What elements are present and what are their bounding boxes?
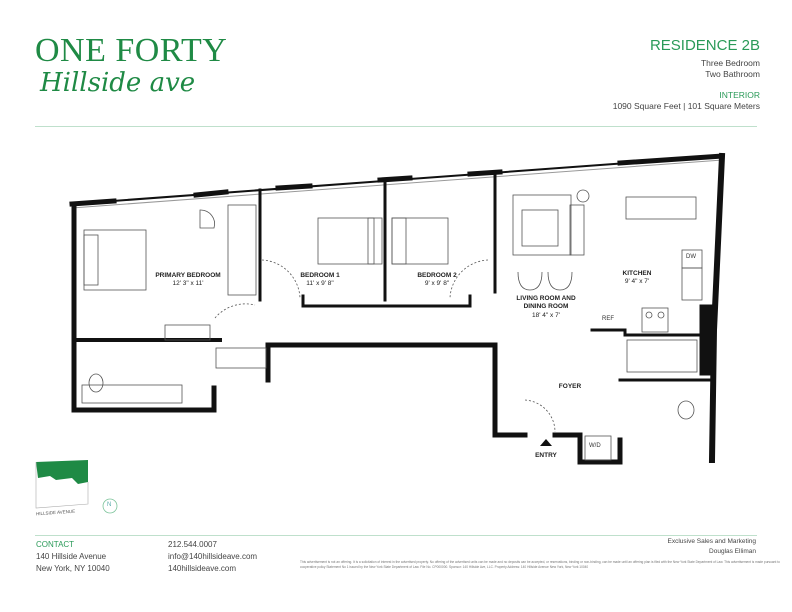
contact-email[interactable]: info@140hillsideave.com (168, 552, 258, 561)
room-entry: ENTRY (535, 452, 557, 459)
north-label: N (107, 502, 112, 508)
brand-logo-script: Hillside ave (40, 68, 196, 98)
interior-area: 1090 Square Feet | 101 Square Meters (612, 101, 760, 111)
footer-divider (35, 535, 757, 536)
north-arrow-icon (102, 498, 118, 514)
interior-label: INTERIOR (719, 90, 760, 100)
contact-website[interactable]: 140hillsideave.com (168, 564, 237, 573)
contact-address1: 140 Hillside Avenue (36, 552, 107, 561)
brand-logo-title: ONE FORTY (35, 32, 228, 69)
residence-title: RESIDENCE 2B (649, 37, 760, 54)
sales-line2: Douglas Elliman (709, 548, 756, 555)
bedroom-count: Three Bedroom (700, 58, 760, 68)
fridge-label: REF (602, 316, 614, 322)
key-plan (35, 460, 118, 514)
contact-address2: New York, NY 10040 (36, 564, 110, 573)
dishwasher-label: DW (686, 254, 696, 260)
legal-disclaimer: This advertisement is not an offering. I… (300, 560, 780, 569)
entry-arrow-icon (540, 439, 552, 446)
washer-dryer-label: W/D (589, 443, 601, 449)
contact-label: CONTACT (36, 540, 75, 549)
sales-line1: Exclusive Sales and Marketing (667, 538, 756, 545)
room-foyer: FOYER (558, 383, 582, 390)
header-divider (35, 126, 757, 127)
bathroom-count: Two Bathroom (705, 69, 760, 79)
contact-phone[interactable]: 212.544.0007 (168, 540, 217, 549)
